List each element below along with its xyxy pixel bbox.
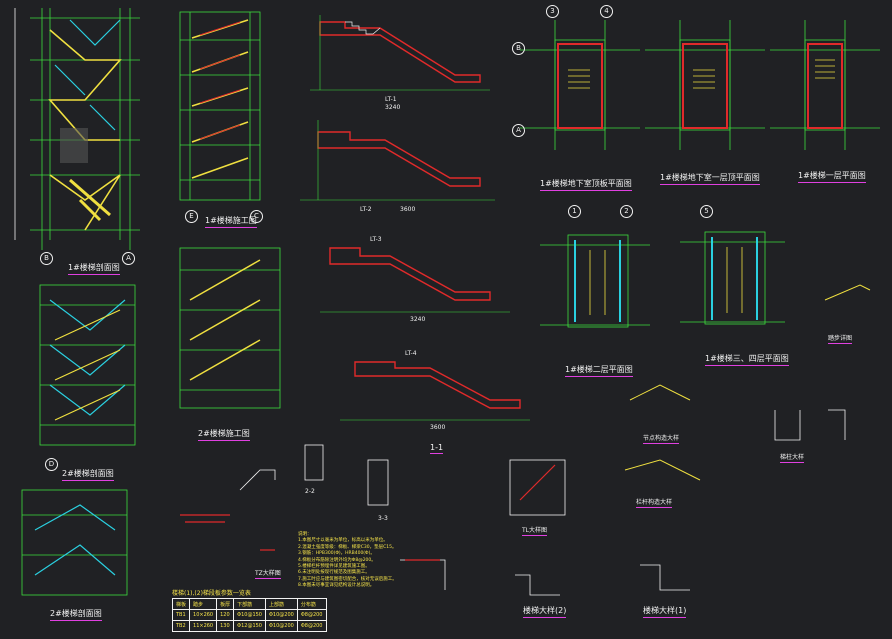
label-pier: 梯柱大样 — [780, 454, 805, 463]
flight-2 — [300, 120, 495, 201]
label-plan-3-4f: 1#楼梯三、四层平面图 — [705, 353, 789, 366]
table-cell: Φ10@200 — [264, 620, 298, 632]
label-constr-2: 2#楼梯施工图 — [198, 428, 250, 441]
grid-mark-a2: A — [512, 124, 525, 137]
note-line: 8.本图未尽事宜详见结构设计总说明。 — [298, 583, 375, 589]
label-plan-2f: 1#楼梯二层平面图 — [565, 364, 633, 377]
label-tb-detail: TL大样图 — [522, 527, 548, 536]
constr-2 — [179, 247, 281, 409]
grid-mark-c: C — [250, 210, 263, 223]
table-cell: TB1 — [171, 609, 191, 621]
note-line: 6.未注明处按现行规范及图集施工。 — [298, 570, 370, 576]
grid-mark-3: 3 — [546, 5, 559, 18]
note-line: 说明： — [298, 532, 312, 537]
flight-2-span: 3600 — [400, 206, 416, 213]
grid-mark-e: E — [185, 210, 198, 223]
label-step-detail: 踏步详图 — [828, 335, 853, 344]
table-cell: TB2 — [171, 620, 191, 632]
label-plan-top-right: 1#楼梯一层平面图 — [798, 170, 866, 183]
table-cell: Φ12@150 — [233, 620, 266, 632]
label-node-detail: 节点构造大样 — [643, 435, 680, 444]
flight-3-label: LT-3 — [370, 236, 382, 243]
note-line: 3.钢筋：HPB300(Φ)，HRB400(Φ)。 — [298, 551, 375, 557]
flight-2-label: LT-2 — [360, 206, 372, 213]
grid-mark-d: D — [45, 458, 58, 471]
label-section-2a: 2#楼梯剖面图 — [62, 468, 114, 481]
label-section-33: 3-3 — [378, 515, 388, 522]
section-2b — [21, 489, 128, 596]
table-cell: 120 — [216, 609, 235, 621]
grid-mark-4: 4 — [600, 5, 613, 18]
table-row: 梯板 踏步 板厚 下部筋 上部筋 分布筋 — [171, 598, 327, 610]
label-section-22: 2-2 — [305, 488, 315, 495]
flight-1-label: LT-1 — [385, 96, 397, 103]
grid-mark-5: 5 — [700, 205, 713, 218]
param-table-title: 楼梯(1),(2)梯段板参数一览表 — [172, 590, 251, 597]
flight-1-span: 3240 — [385, 104, 401, 111]
plans-mid — [540, 231, 785, 328]
grid-mark-b: B — [40, 252, 53, 265]
label-section-2b: 2#楼梯剖面图 — [50, 608, 102, 621]
general-notes: 说明： 1.本图尺寸以毫米为单位，标高以米为单位。 2.混凝土强度等级：梯板、梯… — [298, 532, 398, 590]
label-section-1a: 1#楼梯剖面图 — [68, 262, 120, 275]
note-line: 4.梯板分布筋除注明外均为Φ8@200。 — [298, 557, 376, 563]
table-cell: 130 — [216, 620, 235, 632]
label-tz: TZ大样图 — [255, 570, 281, 579]
note-line: 5.楼梯栏杆预埋件详见建筑施工图。 — [298, 564, 370, 570]
flight-1 — [310, 15, 490, 91]
table-row: TB1 10×260 120 Φ10@150 Φ10@200 Φ8@200 — [171, 609, 327, 621]
constr-1 — [179, 11, 261, 201]
label-plan-top-left: 1#楼梯地下室顶板平面图 — [540, 178, 632, 191]
table-header-cell: 下部筋 — [233, 598, 266, 610]
plans-top — [520, 20, 880, 150]
label-large-a: 楼梯大样(2) — [523, 605, 567, 618]
table-header-cell: 踏步 — [189, 598, 218, 610]
table-cell: Φ10@200 — [264, 609, 298, 621]
label-section-11: 1-1 — [430, 443, 444, 454]
flight-4-span: 3600 — [430, 424, 446, 431]
label-constr-1: 1#楼梯施工图 — [205, 215, 257, 228]
table-cell: 10×260 — [189, 609, 218, 621]
table-cell: 11×260 — [189, 620, 218, 632]
table-cell: Φ8@200 — [296, 609, 327, 621]
grid-mark-2: 2 — [620, 205, 633, 218]
grid-mark-a: A — [122, 252, 135, 265]
label-plan-top-mid: 1#楼梯地下室一层顶平面图 — [660, 172, 760, 185]
label-large-b: 楼梯大样(1) — [643, 605, 687, 618]
table-row: TB2 11×260 130 Φ12@150 Φ10@200 Φ8@200 — [171, 620, 327, 632]
table-header-cell: 上部筋 — [264, 598, 298, 610]
table-header-cell: 板厚 — [216, 598, 235, 610]
param-table: 梯板 踏步 板厚 下部筋 上部筋 分布筋 TB1 10×260 120 Φ10@… — [171, 598, 327, 632]
note-line: 7.施工时应与建筑图密切配合，核对无误后施工。 — [298, 576, 397, 582]
table-cell: Φ8@200 — [296, 620, 327, 632]
flight-3 — [320, 247, 510, 313]
note-line: 1.本图尺寸以毫米为单位，标高以米为单位。 — [298, 538, 388, 544]
flight-4 — [340, 361, 530, 421]
label-railing-detail: 栏杆构造大样 — [636, 499, 673, 508]
table-header-cell: 分布筋 — [296, 598, 327, 610]
table-cell: Φ10@150 — [233, 609, 266, 621]
flight-4-label: LT-4 — [405, 350, 417, 357]
flight-3-span: 3240 — [410, 316, 426, 323]
grid-mark-1: 1 — [568, 205, 581, 218]
table-header-cell: 梯板 — [171, 598, 191, 610]
grid-mark-b2: B — [512, 42, 525, 55]
note-line: 2.混凝土强度等级：梯板、梯梁C30，垫层C15。 — [298, 544, 397, 550]
